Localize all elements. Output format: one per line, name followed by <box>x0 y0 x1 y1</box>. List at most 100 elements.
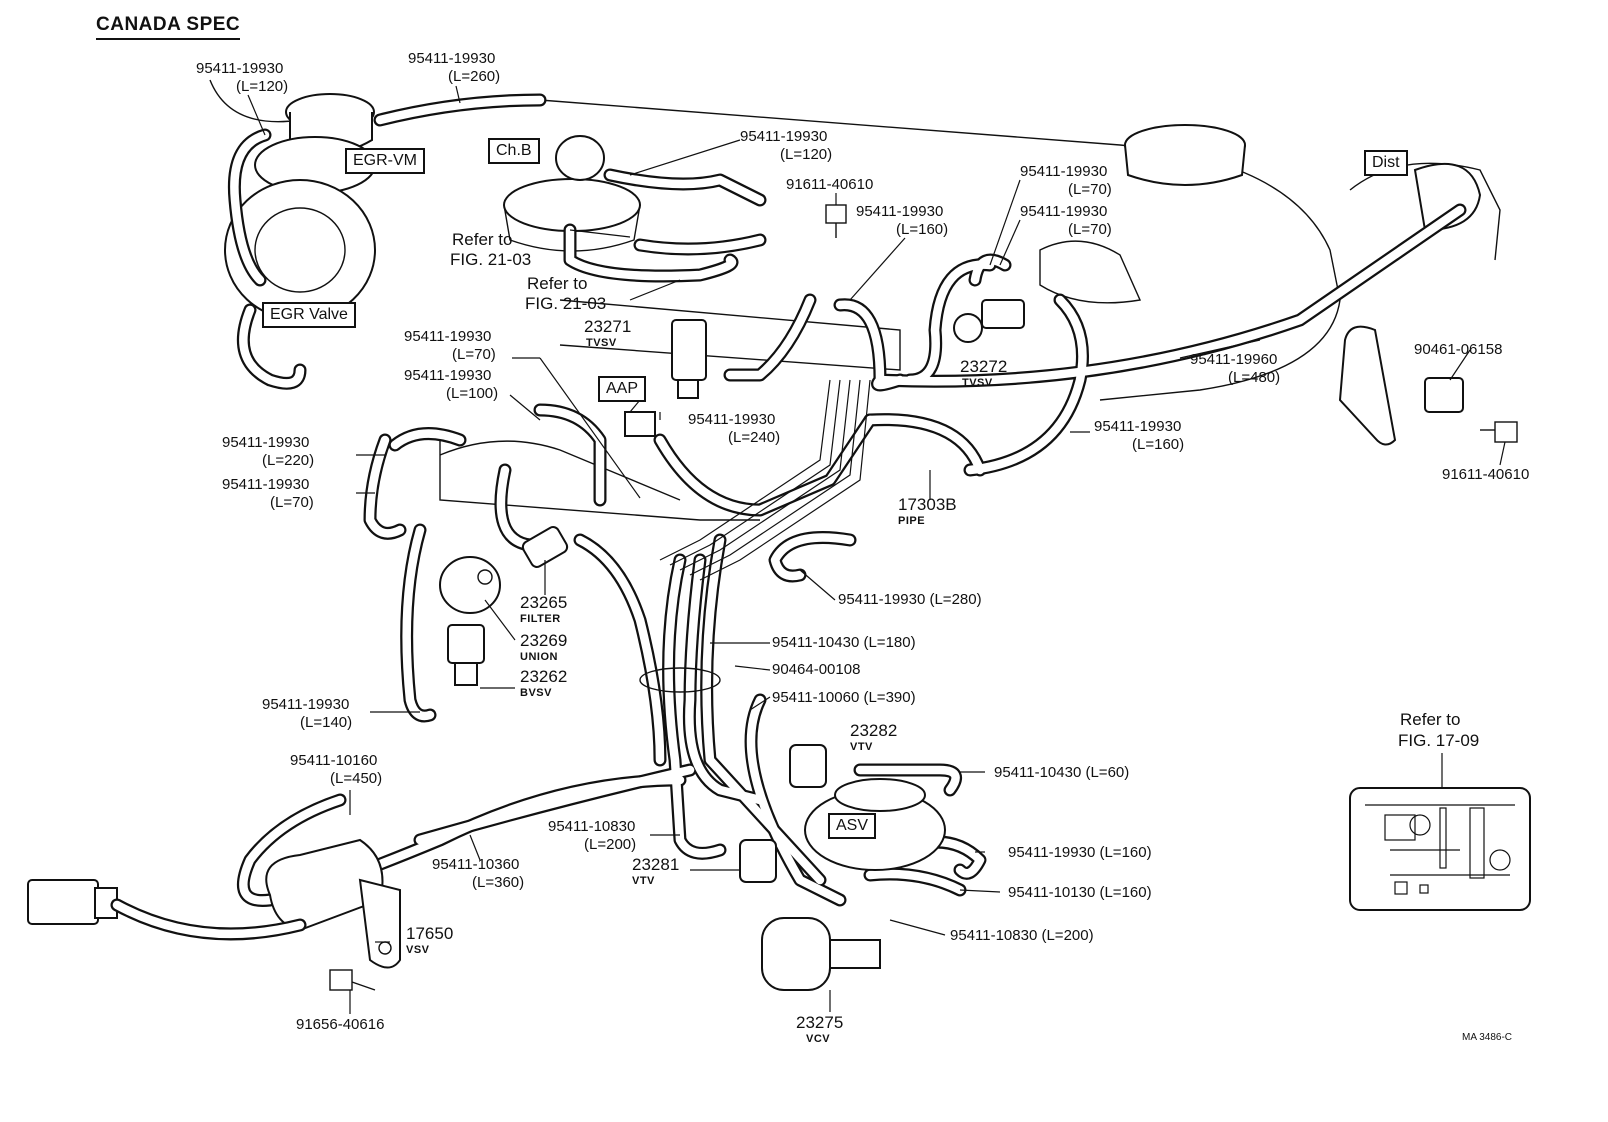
tvsv-23272-shape <box>953 313 983 343</box>
hose-label: 95411-19930 <box>1020 163 1108 180</box>
component-name: VCV <box>806 1033 831 1045</box>
vtv-23282-shape <box>789 744 827 788</box>
hose-label-inline: 95411-10430 (L=180) <box>772 634 916 651</box>
ref-fig-21-03-b-line2: FIG. 21-03 <box>525 294 607 313</box>
hose-label: 95411-19930 <box>1094 418 1182 435</box>
hose-label: 95411-10160 <box>290 752 378 769</box>
hose-group <box>227 93 1467 907</box>
egr-valve-label: EGR Valve <box>262 302 356 328</box>
component-number: 23275 <box>796 1013 844 1032</box>
connector-shape <box>27 879 99 925</box>
ref-fig-21-03-a-line2: FIG. 21-03 <box>450 250 532 269</box>
tvsv-23271-shape <box>671 319 707 381</box>
hose-label: 95411-19960 <box>1190 351 1278 368</box>
bvsv-23262-shape <box>447 624 485 664</box>
page-title: CANADA SPEC <box>96 14 241 40</box>
hose-label-inline: 95411-19930 (L=160) <box>1008 844 1152 861</box>
component-number: 17303B <box>898 495 957 514</box>
component-number: 23269 <box>520 631 568 650</box>
vtv-23281-shape <box>739 839 777 883</box>
component-name: VTV <box>850 741 873 753</box>
component-number: 23265 <box>520 593 568 612</box>
hose-label: 95411-19930 <box>404 367 492 384</box>
component-number: 23282 <box>850 721 898 740</box>
hose-length: (L=100) <box>446 385 499 402</box>
hose-label: 95411-19930 <box>1020 203 1108 220</box>
component-name: VSV <box>406 944 430 956</box>
hose-label: 95411-19930 <box>196 60 284 77</box>
hose-length: (L=70) <box>1068 181 1112 198</box>
bracket <box>1338 325 1397 446</box>
vcv-23275-shape <box>761 917 831 991</box>
aap-shape <box>624 411 656 437</box>
hose-label: 95411-19930 <box>222 434 310 451</box>
component-number: 23271 <box>584 317 632 336</box>
drawing-code: MA 3486-C <box>1462 1032 1513 1043</box>
hose-label: 95411-10360 <box>432 856 520 873</box>
bolt-91656 <box>329 969 376 991</box>
hose-length: (L=220) <box>262 452 315 469</box>
bolt-91611b <box>1480 421 1518 443</box>
ref-fig-21-03-a-line1: Refer to <box>452 230 513 249</box>
hose-label-inline: 95411-19930 (L=280) <box>838 591 982 608</box>
component-number: 23262 <box>520 667 568 686</box>
component-name: BVSV <box>520 687 552 699</box>
hose-label-inline: 95411-10830 (L=200) <box>950 927 1094 944</box>
bolt-91611a <box>825 204 847 238</box>
filter-23265-shape <box>521 526 569 568</box>
component-number: 17650 <box>406 924 454 943</box>
hose-inner <box>230 95 1465 905</box>
part-label-90464: 90464-00108 <box>772 661 861 678</box>
aap-label: AAP <box>598 376 647 402</box>
hose-length: (L=480) <box>1228 369 1281 386</box>
part-label-90461: 90461-06158 <box>1414 341 1503 358</box>
component-number: 23281 <box>632 855 680 874</box>
leader-lines <box>247 85 1506 1014</box>
hose-length: (L=240) <box>728 429 781 446</box>
part-label-91656: 91656-40616 <box>296 1016 385 1033</box>
vsv-17650-shape <box>265 838 384 932</box>
hose-length: (L=70) <box>270 494 314 511</box>
component-name: VTV <box>632 875 655 887</box>
hose-label-inline: 95411-10430 (L=60) <box>994 764 1130 781</box>
hose-length: (L=450) <box>330 770 383 787</box>
part-label-91611-right: 91611-40610 <box>1442 466 1530 483</box>
hose-label: 95411-19930 <box>404 328 492 345</box>
hose-length: (L=70) <box>1068 221 1112 238</box>
union-23269-shape <box>439 556 501 614</box>
ref-fig-17-09-line1: Refer to <box>1400 710 1461 729</box>
component-name: TVSV <box>962 377 993 389</box>
hose-label: 95411-10830 <box>548 818 636 835</box>
hose-label-inline: 95411-10060 (L=390) <box>772 689 916 706</box>
component-name: PIPE <box>898 515 926 527</box>
dist-label: Dist <box>1364 150 1408 176</box>
ref-fig-21-03-b-line1: Refer to <box>527 274 588 293</box>
hose-length: (L=70) <box>452 346 496 363</box>
component-name: FILTER <box>520 613 561 625</box>
band-clamp <box>639 667 721 693</box>
hose-length: (L=160) <box>896 221 949 238</box>
component-name: UNION <box>520 651 558 663</box>
hose-label: 95411-19930 <box>222 476 310 493</box>
hose-label: 95411-19930 <box>688 411 776 428</box>
chamber-b-label: Ch.B <box>488 138 540 164</box>
hose-label: 95411-19930 <box>408 50 496 67</box>
hose-label: 95411-19930 <box>262 696 350 713</box>
component-name: TVSV <box>586 337 617 349</box>
part-label-91611-top: 91611-40610 <box>786 176 874 193</box>
asv-label: ASV <box>828 813 877 839</box>
hose-label: 95411-19930 <box>740 128 828 145</box>
intake-outline <box>559 299 901 371</box>
hose-label-inline: 95411-10130 (L=160) <box>1008 884 1152 901</box>
component-number: 23272 <box>960 357 1008 376</box>
hose-length: (L=360) <box>472 874 525 891</box>
egr-vm-label: EGR-VM <box>345 148 425 174</box>
pipe-bundle <box>659 379 871 581</box>
ref-fig-17-09-line2: FIG. 17-09 <box>1398 731 1480 750</box>
chamber-b <box>503 178 641 232</box>
hose-length: (L=160) <box>1132 436 1185 453</box>
hose-length: (L=200) <box>584 836 637 853</box>
hose-length: (L=140) <box>300 714 353 731</box>
